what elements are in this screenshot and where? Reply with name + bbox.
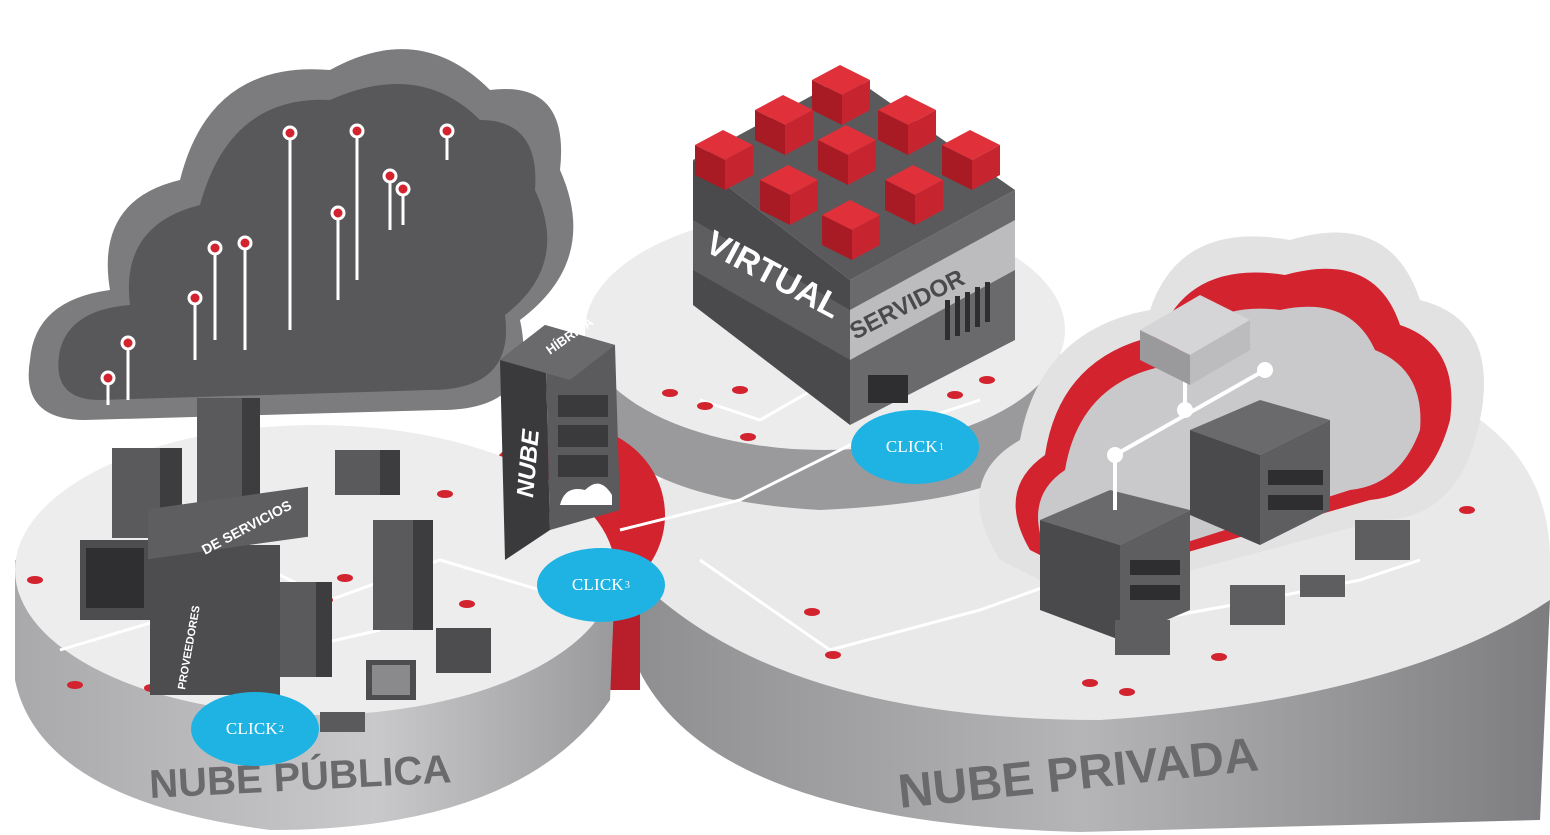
hybrid-main-label: NUBE [512,427,545,498]
public-cloud-icon [28,49,574,421]
hybrid-server-tower [500,325,620,560]
hotspot-2-number: 2 [278,723,285,735]
hotspot-2-text: CLICK [225,719,278,738]
private-cloud-icon [979,232,1484,655]
hotspot-1-number: 1 [938,441,945,453]
virtual-server-block [693,65,1015,425]
hotspot-1-text: CLICK [885,437,938,456]
hotspot-3-text: CLICK [571,575,624,594]
public-cloud-servers [80,398,491,732]
hotspot-3-number: 3 [624,579,631,591]
